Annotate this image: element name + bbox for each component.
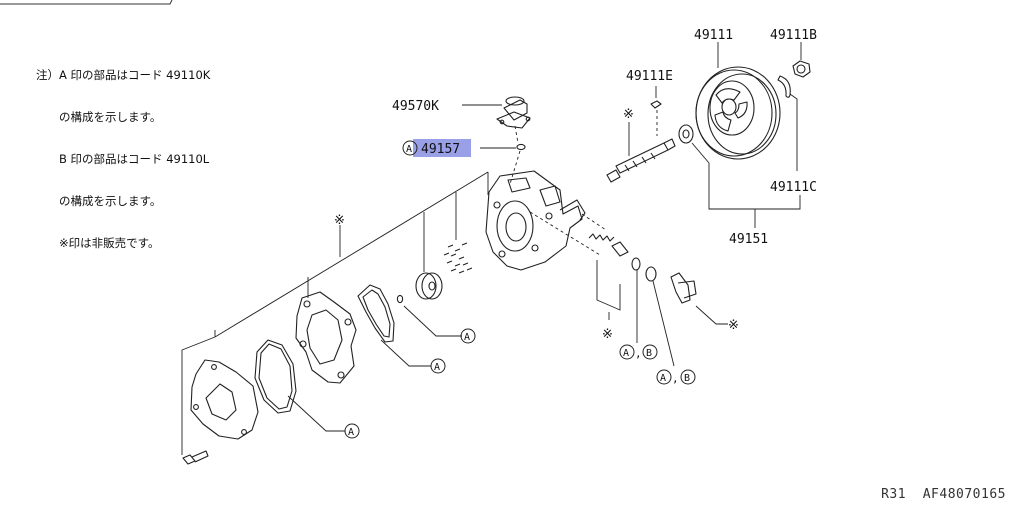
label-49151: 49151 [729, 232, 768, 247]
parts-note: 注）A 印の部品はコード 49110K の構成を示します。 B 印の部品はコード… [36, 40, 210, 264]
diagram-code: R31 AF48070165 [881, 487, 1006, 502]
pulley-part [695, 66, 781, 160]
asterisk-shaft: ※ [623, 107, 634, 122]
circle-a-49157-text: A [406, 144, 412, 155]
comma-4: , [635, 347, 642, 360]
circle-a-49157 [402, 140, 418, 156]
circle-a-2-text: A [434, 362, 440, 373]
circle-b-5 [680, 369, 696, 385]
circle-a-5-text: A [660, 373, 666, 384]
gasket-part [357, 284, 395, 343]
label-49111: 49111 [694, 28, 733, 43]
label-49111E: 49111E [626, 69, 673, 84]
label-49111B: 49111B [770, 28, 817, 43]
o-ring-small-part [631, 257, 641, 271]
o-ring-large-part [645, 266, 657, 282]
key-part [650, 100, 662, 109]
cam-ring-part [295, 291, 357, 384]
label-49111C: 49111C [770, 180, 817, 195]
highlight-49157 [413, 139, 471, 157]
connector-bolt-part [670, 272, 697, 304]
bolt-part [182, 450, 209, 465]
spring-part [588, 233, 615, 242]
circle-a-1 [460, 328, 476, 344]
cover-gasket-part [254, 339, 297, 414]
circle-b-4-text: B [646, 348, 652, 359]
note-line-3: B 印の部品はコード 49110L [36, 152, 210, 166]
snap-ring-part [777, 75, 791, 98]
vane-set-part [443, 242, 473, 274]
circle-a-4 [619, 344, 635, 360]
flow-valve-part [611, 241, 629, 257]
label-49157[interactable]: 49157 [421, 142, 460, 157]
note-line-4: の構成を示します。 [36, 194, 162, 208]
corner-bracket [0, 0, 173, 5]
rear-cover-part [190, 359, 259, 440]
circle-b-4 [642, 344, 658, 360]
nut-part [792, 60, 811, 78]
circle-a-1-text: A [464, 332, 470, 343]
asterisk-connector: ※ [728, 318, 739, 333]
label-49570K: 49570K [392, 99, 439, 114]
pin-part [396, 294, 404, 304]
connector-part [496, 96, 531, 129]
note-line-1: 注）A 印の部品はコード 49110K [36, 68, 211, 82]
circle-a-3-text: A [348, 427, 354, 438]
comma-5: , [672, 372, 679, 385]
note-line-5: ※印は非販売です。 [36, 236, 160, 250]
o-ring-part [516, 143, 526, 151]
note-line-2: の構成を示します。 [36, 110, 162, 124]
circle-a-4-text: A [623, 348, 629, 359]
rotor-part [415, 272, 443, 300]
pump-body-part [485, 170, 586, 271]
washer-part [678, 124, 694, 144]
shaft-part [606, 138, 676, 183]
circle-a-3 [344, 423, 360, 439]
circle-a-5 [656, 369, 672, 385]
circle-b-5-text: B [684, 373, 690, 384]
asterisk-left-assembly: ※ [334, 213, 345, 228]
asterisk-spring: ※ [602, 327, 613, 342]
circle-a-2 [430, 358, 446, 374]
